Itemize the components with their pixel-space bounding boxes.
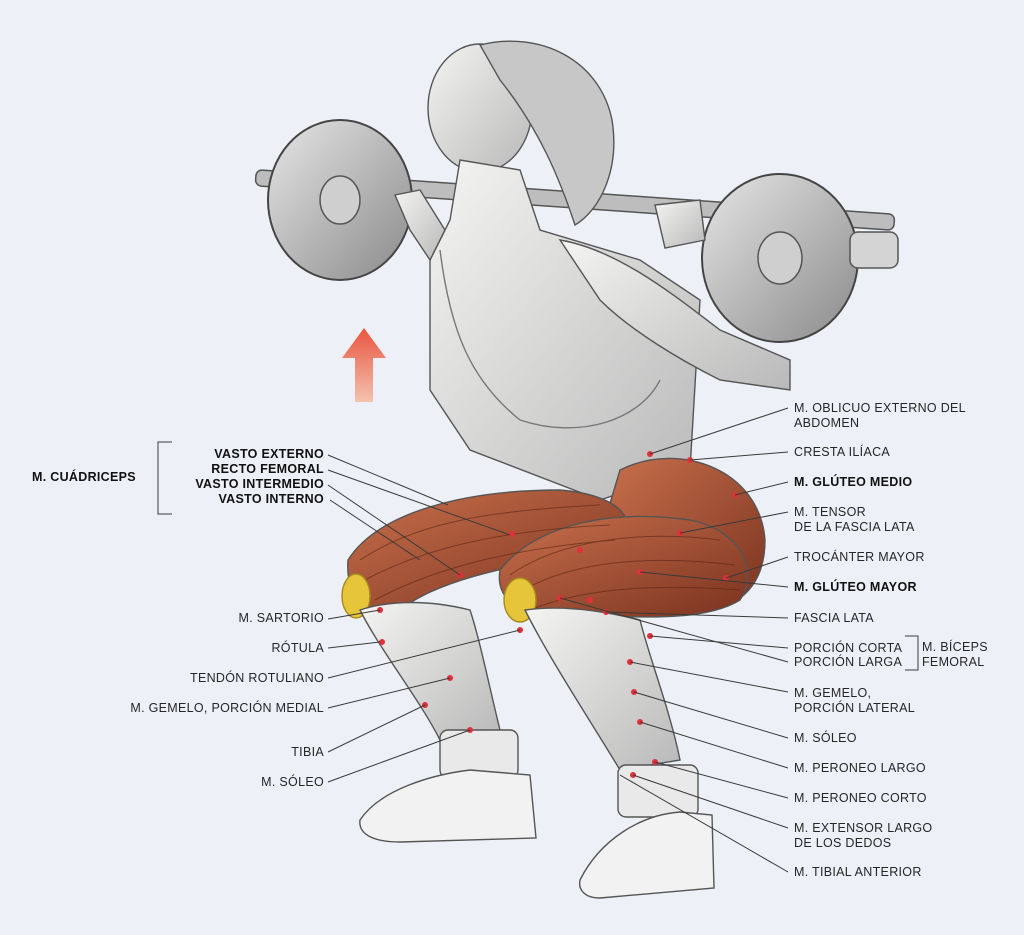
muscle-markers xyxy=(377,451,738,778)
label-soleo-left: M. SÓLEO xyxy=(261,775,324,789)
label-gemelo-medial: M. GEMELO, PORCIÓN MEDIAL xyxy=(130,701,324,715)
label-tensor-fascia: M. TENSOR DE LA FASCIA LATA xyxy=(794,505,915,534)
label-oblicuo: M. OBLICUO EXTERNO DEL ABDOMEN xyxy=(794,401,966,430)
figure-body xyxy=(341,40,791,899)
label-vasto-intermedio: VASTO INTERMEDIO xyxy=(195,477,324,491)
label-gluteo-medio: M. GLÚTEO MEDIO xyxy=(794,475,913,489)
label-fascia-lata: FASCIA LATA xyxy=(794,611,874,625)
label-tibia: TIBIA xyxy=(291,745,324,759)
label-sartorio: M. SARTORIO xyxy=(238,611,324,625)
label-vasto-interno: VASTO INTERNO xyxy=(218,492,324,506)
label-gemelo-lateral: M. GEMELO, PORCIÓN LATERAL xyxy=(794,686,915,715)
label-group-biceps-femoral: M. BÍCEPS FEMORAL xyxy=(922,640,988,669)
leader-lines xyxy=(157,407,919,873)
label-rotula: RÓTULA xyxy=(271,641,324,655)
label-tibial-anterior: M. TIBIAL ANTERIOR xyxy=(794,865,922,879)
label-peroneo-largo: M. PERONEO LARGO xyxy=(794,761,926,775)
label-trocanter: TROCÁNTER MAYOR xyxy=(794,550,925,564)
label-porcion-larga: PORCIÓN LARGA xyxy=(794,655,903,669)
label-porcion-corta: PORCIÓN CORTA xyxy=(794,641,903,655)
label-gluteo-mayor: M. GLÚTEO MAYOR xyxy=(794,580,917,594)
label-cresta-iliaca: CRESTA ILÍACA xyxy=(794,445,891,459)
label-soleo-right: M. SÓLEO xyxy=(794,731,857,745)
label-recto-femoral: RECTO FEMORAL xyxy=(211,462,324,476)
label-vasto-externo: VASTO EXTERNO xyxy=(214,447,324,461)
upward-arrow-icon xyxy=(342,328,386,402)
label-peroneo-corto: M. PERONEO CORTO xyxy=(794,791,927,805)
label-extensor-dedos: M. EXTENSOR LARGO DE LOS DEDOS xyxy=(794,821,933,850)
label-group-quadriceps: M. CUÁDRICEPS xyxy=(32,470,136,484)
label-tendon-rotuliano: TENDÓN ROTULIANO xyxy=(190,671,324,685)
